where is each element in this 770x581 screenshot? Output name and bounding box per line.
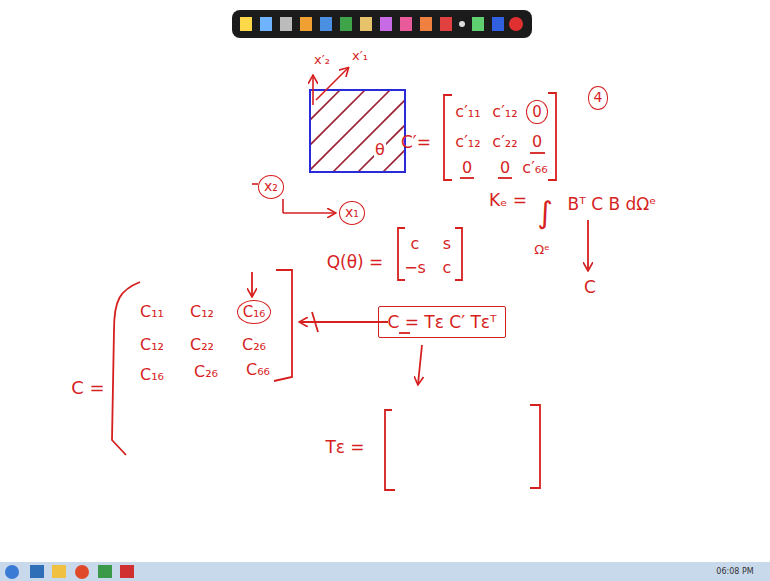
matrix-entry: c′₆₆ [522,159,547,177]
circled-entry: 0 [526,100,548,125]
node-text: 4 [594,89,603,105]
axis-label: x′₂ [314,53,330,67]
node-text: C = Tε C′ Tεᵀ [387,312,496,332]
matrix-brackets [112,93,588,490]
matrix-entry: C₁₁ [140,303,164,321]
equation-part: Bᵀ C B dΩᵉ [568,195,657,214]
node-text: x₁ [345,204,359,220]
matrix-name: Tε = [325,438,364,457]
clock-text: 06:08 PM [716,568,753,577]
circled-number: 4 [588,86,609,109]
matrix-entry: c [411,235,420,253]
integral-sign: ∫ [537,196,553,229]
matrix-entry: 0 [462,159,472,177]
taskbar [0,562,770,581]
angle-label: θ [374,141,386,159]
boxed-equation: C = Tε C′ Tεᵀ [378,306,505,339]
matrix-name: Q(θ) = [327,253,384,272]
matrix-entry: C₂₆ [194,363,218,381]
matrix-entry: 0 [532,133,542,151]
toolbar [232,10,532,38]
equation-part: Kₑ = [489,191,527,210]
integral-limit: Ωᵉ [534,243,549,257]
matrix-entry: C₆₆ [246,361,270,379]
matrix-entry: c′₁₂ [492,103,517,121]
node-text: 0 [532,103,542,121]
matrix-entry: C₁₂ [140,336,164,354]
matrix-entry: C₂₆ [242,336,266,354]
matrix-entry: c [443,259,452,277]
matrix-entry: C₁₂ [190,303,214,321]
circled-axis: x₁ [339,201,365,224]
matrix-name: C = [71,378,104,398]
matrix-entry: c′₁₁ [455,103,480,121]
circled-entry: C₁₆ [237,300,272,325]
equation-part: C [584,278,596,297]
matrix-entry: C₁₆ [140,366,164,384]
matrix-entry: s [443,235,451,253]
axis-label: x′₁ [352,49,368,63]
node-text: C₁₆ [243,303,266,321]
matrix-name: C′= [401,133,431,152]
matrix-entry: c′₁₂ [455,133,480,151]
lamina-square [300,68,500,190]
circled-axis: x₂ [258,175,284,198]
matrix-entry: c′₂₂ [492,133,517,151]
matrix-entry: 0 [500,159,510,177]
node-text: x₂ [264,178,278,194]
matrix-entry: −s [404,259,426,277]
matrix-entry: C₂₂ [190,336,214,354]
